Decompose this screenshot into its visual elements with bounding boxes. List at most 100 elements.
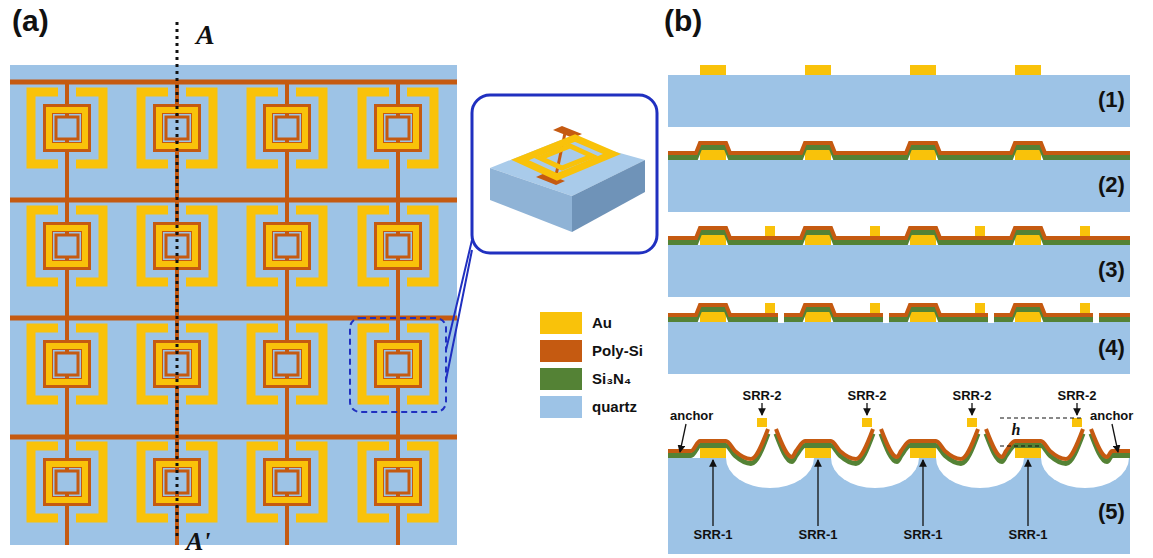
srr-inner-gold	[269, 464, 305, 500]
part-label: SRR-1	[798, 528, 837, 542]
leader-line	[1112, 424, 1118, 452]
poly-si-frame	[158, 345, 196, 383]
srr-unit	[251, 318, 323, 437]
part-label: SRR-2	[952, 389, 991, 403]
poly-si-layer	[776, 429, 873, 459]
poly-si-frame	[268, 463, 306, 501]
poly-si-line	[396, 200, 400, 318]
quartz-substrate	[668, 160, 1130, 212]
srr-1-gold	[805, 65, 831, 75]
etch-gap	[883, 312, 889, 323]
srr-inner-gold	[49, 464, 85, 500]
poly-si-line	[10, 316, 457, 321]
part-label: SRR-2	[847, 389, 886, 403]
step-number: (1)	[1098, 88, 1125, 112]
poly-si-line	[65, 200, 69, 318]
srr-2-gold	[862, 418, 872, 427]
srr-inner-gold	[269, 110, 305, 146]
poly-si-line	[285, 318, 289, 437]
srr-1-gold	[805, 150, 831, 160]
etch-gap	[1093, 312, 1099, 323]
poly-si-frame	[379, 463, 417, 501]
legend-swatch	[540, 396, 582, 418]
step-number: (2)	[1098, 173, 1125, 197]
poly-si-line	[175, 318, 179, 437]
cavity	[831, 458, 919, 488]
srr-1-gold	[910, 235, 936, 245]
poly-si-line	[396, 82, 400, 200]
srr-2-gold	[967, 418, 977, 427]
process-step	[668, 226, 1130, 297]
dimension-line	[1000, 418, 1082, 446]
etch-gap	[988, 312, 994, 323]
srr-unit	[362, 200, 434, 318]
srr-2-gold	[870, 303, 880, 313]
srr-unit	[362, 82, 434, 200]
poly-si-frame	[56, 235, 78, 257]
srr-2-gold	[1072, 418, 1082, 427]
inset-frame	[472, 95, 657, 253]
leader-line	[866, 403, 867, 415]
srr-inner-gold	[269, 346, 305, 382]
legend-label: Au	[592, 314, 612, 331]
cavity	[1041, 458, 1129, 488]
panel-label: (b)	[664, 4, 702, 37]
poly-si-frame	[268, 345, 306, 383]
step-number: (5)	[1098, 500, 1125, 524]
process-step	[668, 143, 1130, 212]
srr-inner-gold	[159, 464, 195, 500]
leader-line	[922, 460, 923, 526]
panel-label: (a)	[12, 4, 49, 37]
slab-side	[572, 160, 645, 232]
part-label: SRR-1	[693, 528, 732, 542]
srr-1-gold	[700, 235, 726, 245]
srr-unit	[141, 318, 213, 437]
srr-inner-gold	[380, 110, 416, 146]
legend-swatch	[540, 368, 582, 390]
panel-label: A'	[186, 528, 211, 557]
srr-unit	[251, 200, 323, 318]
poly-si-frame	[48, 463, 86, 501]
poly-si-frame	[48, 227, 86, 265]
srr-inner-gold	[269, 228, 305, 264]
srr-inner-gold	[380, 346, 416, 382]
srr-1-gold	[910, 150, 936, 160]
part-label: SRR-1	[903, 528, 942, 542]
srr-inner-gold	[380, 228, 416, 264]
srr-1-gold	[805, 312, 831, 322]
poly-si-frame	[48, 345, 86, 383]
quartz-substrate	[668, 75, 1130, 127]
poly-si-frame	[268, 227, 306, 265]
legend-label: Poly-Si	[592, 342, 643, 359]
quartz-substrate	[668, 322, 1130, 374]
poly-si-frame	[379, 109, 417, 147]
legend-label: quartz	[592, 398, 637, 415]
cavity	[936, 458, 1024, 488]
poly-si-layer	[668, 143, 1130, 153]
srr-inner-gold	[380, 464, 416, 500]
poly-si-line	[65, 318, 69, 437]
leader-line	[971, 403, 972, 415]
srr-2-gold	[1080, 226, 1090, 236]
part-label: anchor	[670, 409, 713, 423]
srr-1-gold	[805, 448, 831, 458]
srr-2-gold	[765, 303, 775, 313]
process-step	[668, 303, 1130, 374]
poly-si-frame	[387, 117, 409, 139]
poly-si-layer	[986, 429, 1083, 459]
srr-2-gold	[765, 226, 775, 236]
poly-si-layer	[881, 429, 978, 459]
poly-si-line	[65, 82, 69, 200]
poly-si-frame	[379, 345, 417, 383]
poly-si-frame	[276, 117, 298, 139]
srr-1-gold	[700, 448, 726, 458]
srr-1-gold	[700, 150, 726, 160]
leader-line	[1027, 460, 1028, 526]
poly-si-frame	[56, 471, 78, 493]
cavity	[726, 458, 814, 488]
zoom-lines	[446, 240, 472, 380]
step-number: (4)	[1098, 336, 1125, 360]
poly-si-frame	[276, 353, 298, 375]
